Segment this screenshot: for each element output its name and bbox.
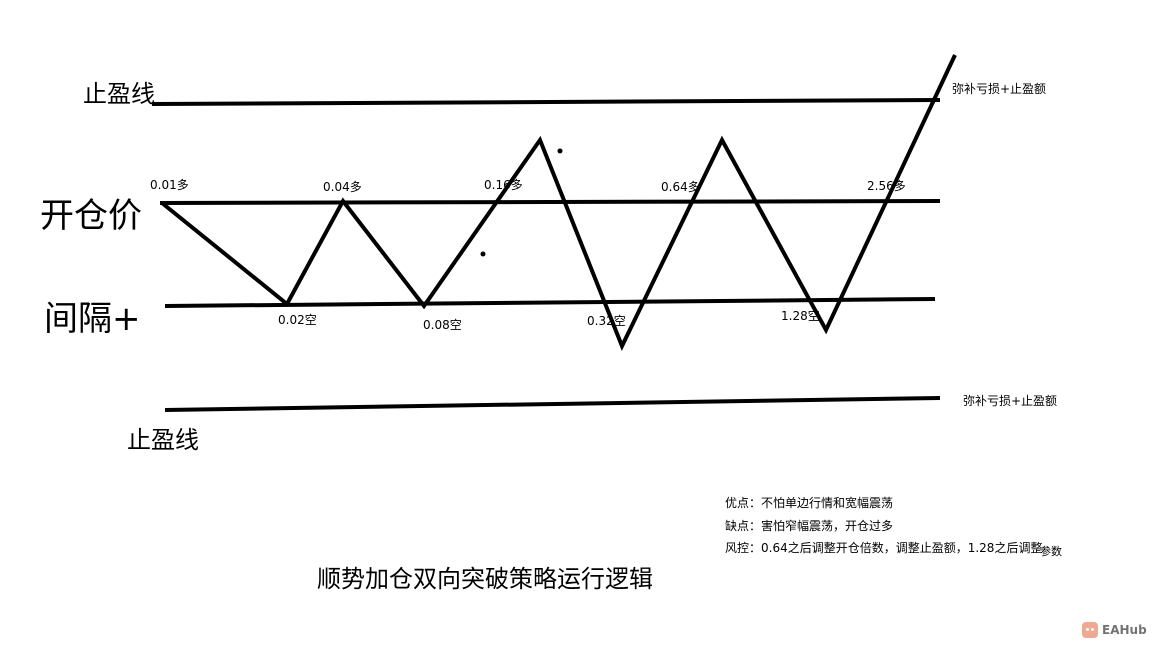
point-label-2: 0.02空 [278, 313, 317, 327]
take-profit-line-top [151, 98, 941, 106]
eahub-logo-icon [1082, 622, 1098, 638]
point-label-6: 0.32空 [587, 314, 626, 328]
open-price-line [159, 199, 941, 205]
compensate-bottom-label: 弥补亏损+止盈额 [963, 394, 1058, 408]
pros-note: 优点：不怕单边行情和宽幅震荡 [725, 496, 894, 510]
take-profit-line-bottom [164, 396, 941, 412]
watermark: EAHub [1082, 622, 1147, 638]
point-label-8: 1.28空 [781, 309, 820, 323]
dot-marker [480, 251, 486, 257]
watermark-text: EAHub [1102, 623, 1147, 637]
point-label-7: 0.64多 [661, 180, 700, 194]
interval-label: 间隔+ [44, 299, 141, 339]
take-profit-top-label: 止盈线 [83, 80, 155, 108]
point-label-3: 0.04多 [323, 180, 362, 194]
cons-note: 缺点：害怕窄幅震荡，开仓过多 [725, 519, 894, 533]
compensate-top-label: 弥补亏损+止盈额 [952, 82, 1047, 96]
open-price-label: 开仓价 [40, 196, 142, 236]
risk-note: 风控：0.64之后调整开仓倍数，调整止盈额，1.28之后调整 [725, 541, 1043, 555]
diagram-caption: 顺势加仓双向突破策略运行逻辑 [317, 565, 653, 593]
point-label-5: 0.16多 [484, 178, 523, 192]
interval-line [164, 297, 936, 308]
dot-marker [557, 148, 563, 154]
point-label-4: 0.08空 [423, 318, 462, 332]
price-zigzag-path [160, 54, 957, 351]
point-label-9: 2.56多 [867, 179, 906, 193]
risk-note-suffix: 参数 [1040, 545, 1062, 558]
take-profit-bottom-label: 止盈线 [127, 426, 199, 454]
point-label-1: 0.01多 [150, 178, 189, 192]
